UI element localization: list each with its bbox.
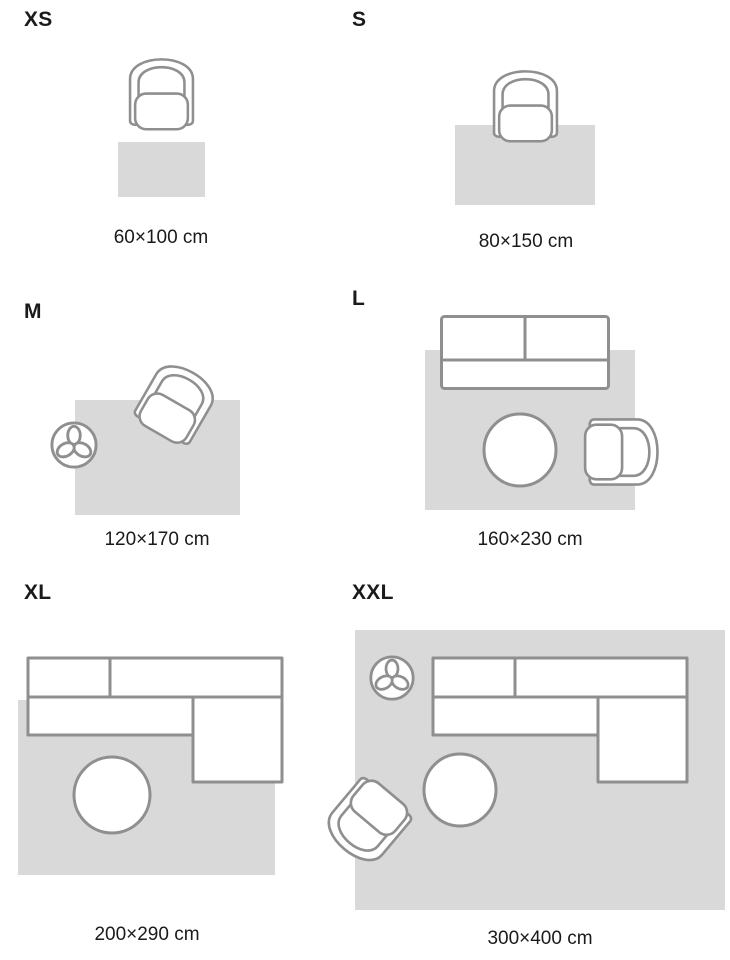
- dimension-label-s: 80×150 cm: [478, 231, 574, 252]
- coffee-table-icon: [72, 755, 152, 835]
- size-label-l: L: [352, 287, 366, 310]
- size-label-xl: XL: [24, 581, 52, 604]
- dimension-label-xxl: 300×400 cm: [487, 928, 593, 949]
- dimension-label-l: 160×230 cm: [477, 529, 583, 550]
- s-illustration: [455, 70, 595, 205]
- size-label-xxl: XXL: [352, 581, 394, 604]
- dimension-label-m: 120×170 cm: [104, 529, 210, 550]
- size-label-s: S: [352, 8, 367, 31]
- xl-illustration: [18, 656, 284, 875]
- xs-rug: [118, 142, 205, 197]
- size-label-m: M: [24, 300, 42, 323]
- dimension-label-xl: 200×290 cm: [94, 924, 200, 945]
- coffee-table-icon: [482, 412, 558, 488]
- plant-icon: [50, 421, 98, 469]
- plant-icon: [369, 655, 415, 701]
- dimension-label-xs: 60×100 cm: [113, 227, 209, 248]
- armchair-icon: [492, 70, 559, 143]
- size-label-xs: XS: [24, 8, 53, 31]
- coffee-table-icon: [422, 752, 498, 828]
- armchair-icon: [128, 58, 195, 131]
- xxl-illustration: [318, 630, 725, 910]
- sofa-icon: [440, 315, 610, 390]
- m-illustration: [50, 355, 240, 515]
- armchair-icon: [583, 418, 659, 486]
- l-illustration: [425, 315, 659, 510]
- xs-illustration: [118, 58, 205, 197]
